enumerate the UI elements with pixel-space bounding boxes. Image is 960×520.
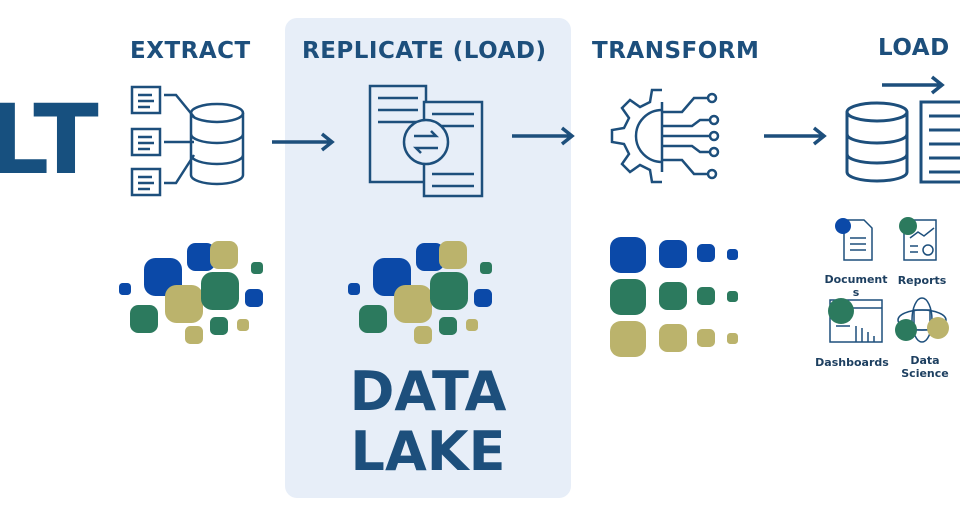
transform-gear-icon: [610, 88, 720, 184]
extract-database-icon: [130, 85, 245, 197]
arrow-right-icon: [882, 75, 945, 95]
data-lake-line2: LAKE: [350, 420, 506, 483]
load-warehouse-icon: [845, 100, 960, 184]
stage-title-transform: TRANSFORM: [592, 38, 760, 64]
output-label-reports: Reports: [897, 274, 947, 287]
documents-icon: [835, 218, 873, 261]
replicate-servers-icon: [368, 84, 484, 198]
stage-title-replicate: REPLICATE (LOAD): [302, 38, 547, 64]
elt-heading: LT: [0, 84, 99, 196]
output-label-documents: Document s: [824, 273, 888, 299]
stage-title-extract: EXTRACT: [130, 38, 251, 64]
stage-title-load: LOAD: [878, 35, 950, 61]
reports-icon: [899, 217, 937, 261]
arrow-right-icon: [512, 126, 575, 146]
data-science-icon: [895, 297, 949, 343]
arrow-right-icon: [764, 126, 827, 146]
output-label-dashboards: Dashboards: [815, 356, 889, 369]
dashboards-icon: [828, 298, 883, 343]
output-label-data-science: Data Science: [901, 354, 949, 380]
data-lake-line1: DATA: [349, 360, 507, 423]
arrow-right-icon: [272, 132, 335, 152]
